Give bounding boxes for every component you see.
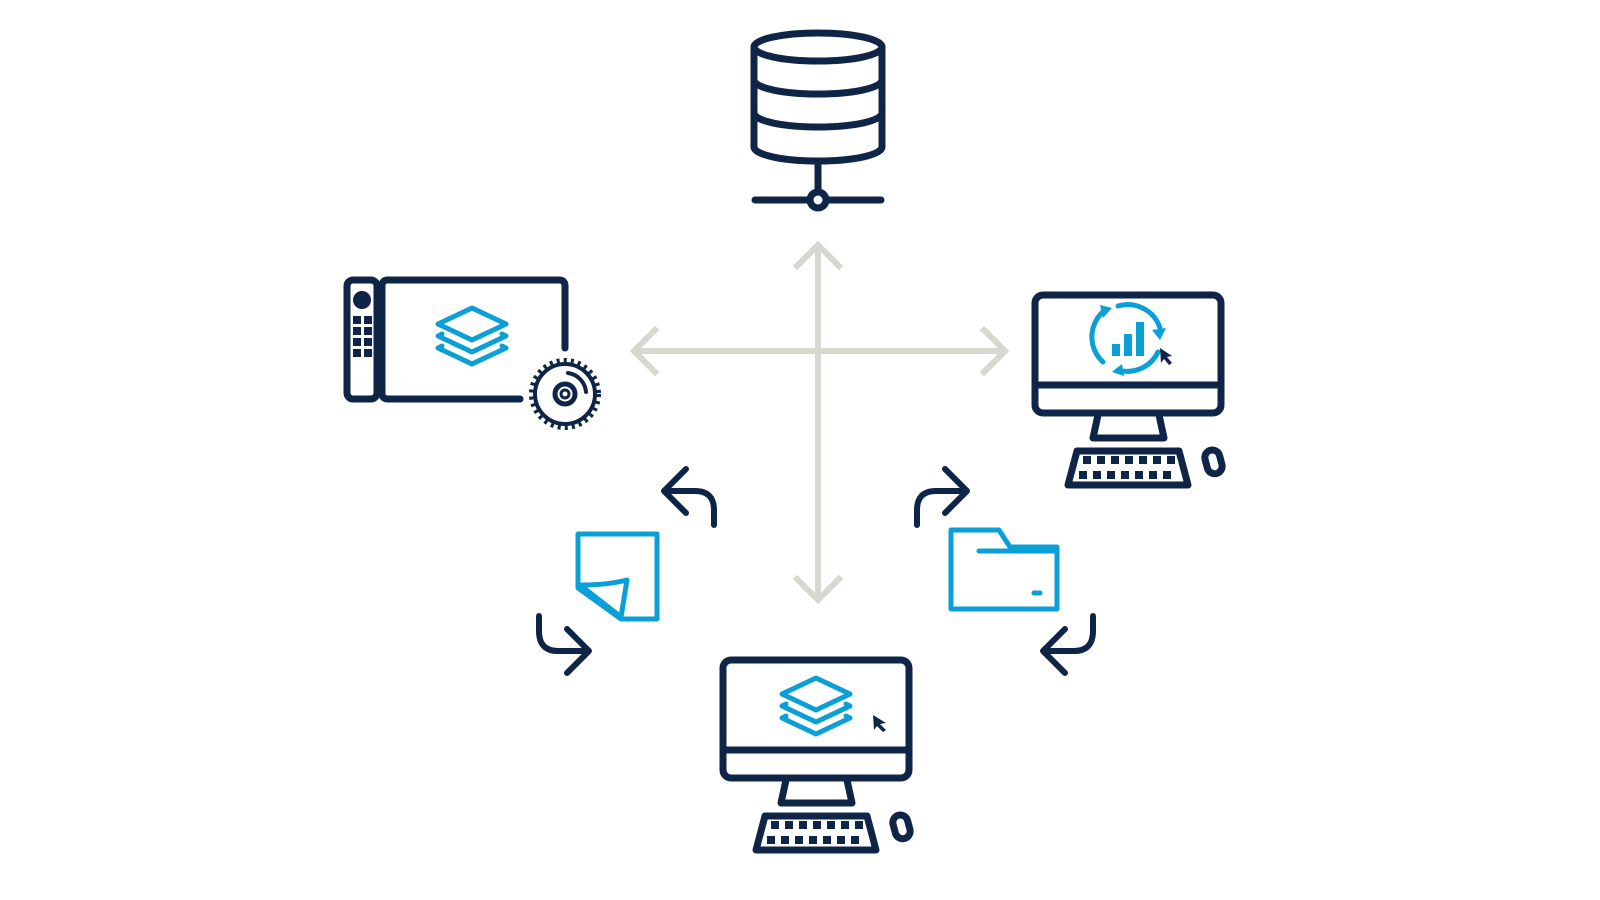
curved-arrow-icon xyxy=(914,466,970,528)
computer-sync-chart-icon xyxy=(1035,295,1224,485)
curved-arrow-icon xyxy=(1040,613,1096,676)
database-server-icon xyxy=(750,29,886,212)
folder-icon xyxy=(948,527,1060,612)
connector-vertical-arrow xyxy=(792,240,844,605)
pen-tablet-with-dial-icon xyxy=(343,276,601,430)
curved-arrow-icon xyxy=(536,613,592,676)
curved-arrow-icon xyxy=(661,466,717,528)
document-icon xyxy=(575,531,660,622)
computer-layers-icon xyxy=(723,660,912,850)
